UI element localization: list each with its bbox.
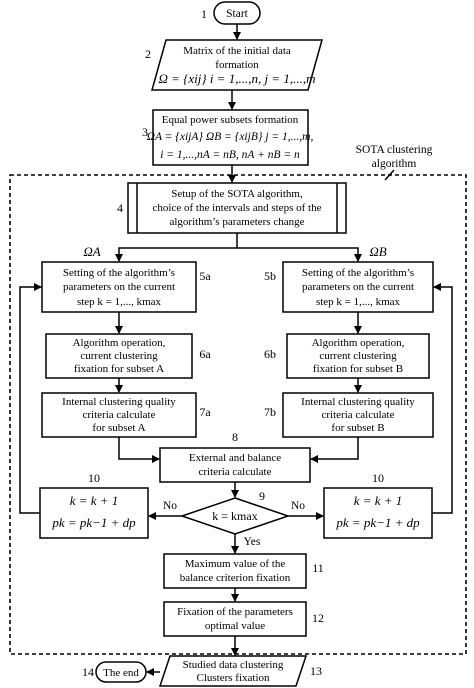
end-label: The end [103, 667, 139, 679]
arrow-7b-8 [310, 437, 359, 463]
upd-r-line-2: pk = pk−1 + dp [335, 515, 420, 530]
step-number-7a: 7a [199, 405, 211, 419]
step-number-9: 9 [259, 489, 265, 503]
step-number-3: 3 [142, 125, 148, 139]
fix-parameters-box [163, 601, 307, 637]
max-balance-box [163, 553, 307, 589]
step-number-6b: 6b [264, 347, 276, 361]
step-number-7b: 7b [264, 405, 276, 419]
step-number-12: 12 [312, 611, 324, 625]
maxval-line-1: Maximum value of the [185, 558, 286, 570]
op-a-line-1: Algorithm operation, [73, 337, 166, 349]
setting-params-b-box [282, 261, 434, 313]
upd-r-line-1: k = k + 1 [354, 493, 403, 508]
condition-label: k = kmax [212, 509, 257, 523]
int-a-line-3: for subset A [92, 422, 145, 434]
algorithm-operation-b-box [286, 333, 430, 379]
external-balance-box [159, 447, 311, 483]
sota-region-title-2: algorithm [372, 158, 417, 170]
clusters-line-2: Clusters fixation [196, 672, 270, 684]
step-number-5b: 5b [264, 269, 276, 283]
step-number-10-right: 10 [372, 471, 384, 485]
setup-line-1: Setup of the SOTA algorithm, [171, 188, 303, 200]
start-label: Start [226, 8, 249, 20]
op-b-line-2: current clustering [319, 350, 397, 362]
step-number-8: 8 [232, 430, 238, 444]
matrix-formula: Ω = {xij} i = 1,...,n, j = 1,...,m [159, 71, 316, 86]
ext-line-2: criteria calculate [199, 466, 272, 478]
arrow-4-5a [115, 247, 237, 262]
clusters-fixation-box [158, 655, 308, 687]
omega-b-label: ΩB [369, 244, 386, 259]
internal-criteria-b-box [282, 392, 434, 438]
step-number-14: 14 [82, 665, 94, 679]
step-number-4: 4 [117, 201, 123, 215]
step-number-1: 1 [201, 7, 207, 21]
upd-l-line-2: pk = pk−1 + dp [51, 515, 136, 530]
step-number-11: 11 [312, 561, 324, 575]
setup-sota-box [127, 182, 347, 234]
op-b-line-3: fixation for subset B [313, 363, 403, 375]
op-a-line-3: fixation for subset A [74, 363, 164, 375]
step-number-13: 13 [310, 664, 322, 678]
int-a-line-1: Internal clustering quality [62, 396, 176, 408]
subsets-formula-1: ΩA = {xijA} ΩB = {xijB} j = 1,...,m, [147, 131, 314, 143]
step-number-6a: 6a [199, 347, 211, 361]
maxval-line-2: balance criterion fixation [180, 572, 291, 584]
op-a-line-2: current clustering [80, 350, 158, 362]
matrix-formation-box [151, 39, 323, 91]
update-params-left-box [39, 487, 149, 539]
omega-a-label: ΩA [83, 244, 100, 259]
set-a-line-3: step k = 1,..., kmax [77, 296, 162, 308]
set-b-line-2: parameters on the current [302, 281, 414, 293]
set-a-line-1: Setting of the algorithm’s [63, 267, 175, 279]
step-number-10-left: 10 [88, 471, 100, 485]
setup-line-2: choice of the intervals and steps of the [153, 202, 322, 214]
loop-back-left [19, 283, 42, 514]
loop-back-right [432, 283, 453, 514]
yes-label: Yes [244, 536, 261, 548]
upd-l-line-1: k = k + 1 [70, 493, 119, 508]
int-b-line-2: criteria calculate [322, 409, 395, 421]
step-number-2: 2 [145, 47, 151, 61]
subsets-formula-2: i = 1,...,nA = nB, nA + nB = n [160, 149, 300, 161]
set-b-line-1: Setting of the algorithm’s [302, 267, 414, 279]
int-a-line-2: criteria calculate [83, 409, 156, 421]
fixparam-line-2: optimal value [205, 620, 265, 632]
no-label-left: No [163, 500, 177, 512]
set-b-line-3: step k = 1,..., kmax [316, 296, 401, 308]
arrow-4-5b [237, 247, 362, 262]
matrix-line-1: Matrix of the initial data [183, 45, 291, 57]
set-a-line-2: parameters on the current [63, 281, 175, 293]
no-label-right: No [291, 500, 305, 512]
int-b-line-3: for subset B [331, 422, 384, 434]
setup-line-3: algorithm’s parameters change [169, 216, 304, 228]
matrix-line-2: formation [215, 59, 259, 71]
subsets-line-1: Equal power subsets formation [162, 114, 299, 126]
fixparam-line-1: Fixation of the parameters [177, 606, 293, 618]
step-number-5a: 5a [199, 269, 211, 283]
arrow-7a-8 [118, 437, 160, 463]
int-b-line-1: Internal clustering quality [301, 396, 415, 408]
equal-subsets-box [152, 109, 309, 166]
op-b-line-1: Algorithm operation, [312, 337, 405, 349]
clusters-line-1: Studied data clustering [183, 659, 284, 671]
ext-line-1: External and balance [189, 452, 281, 464]
sota-region-title-1: SOTA clustering [356, 144, 433, 156]
